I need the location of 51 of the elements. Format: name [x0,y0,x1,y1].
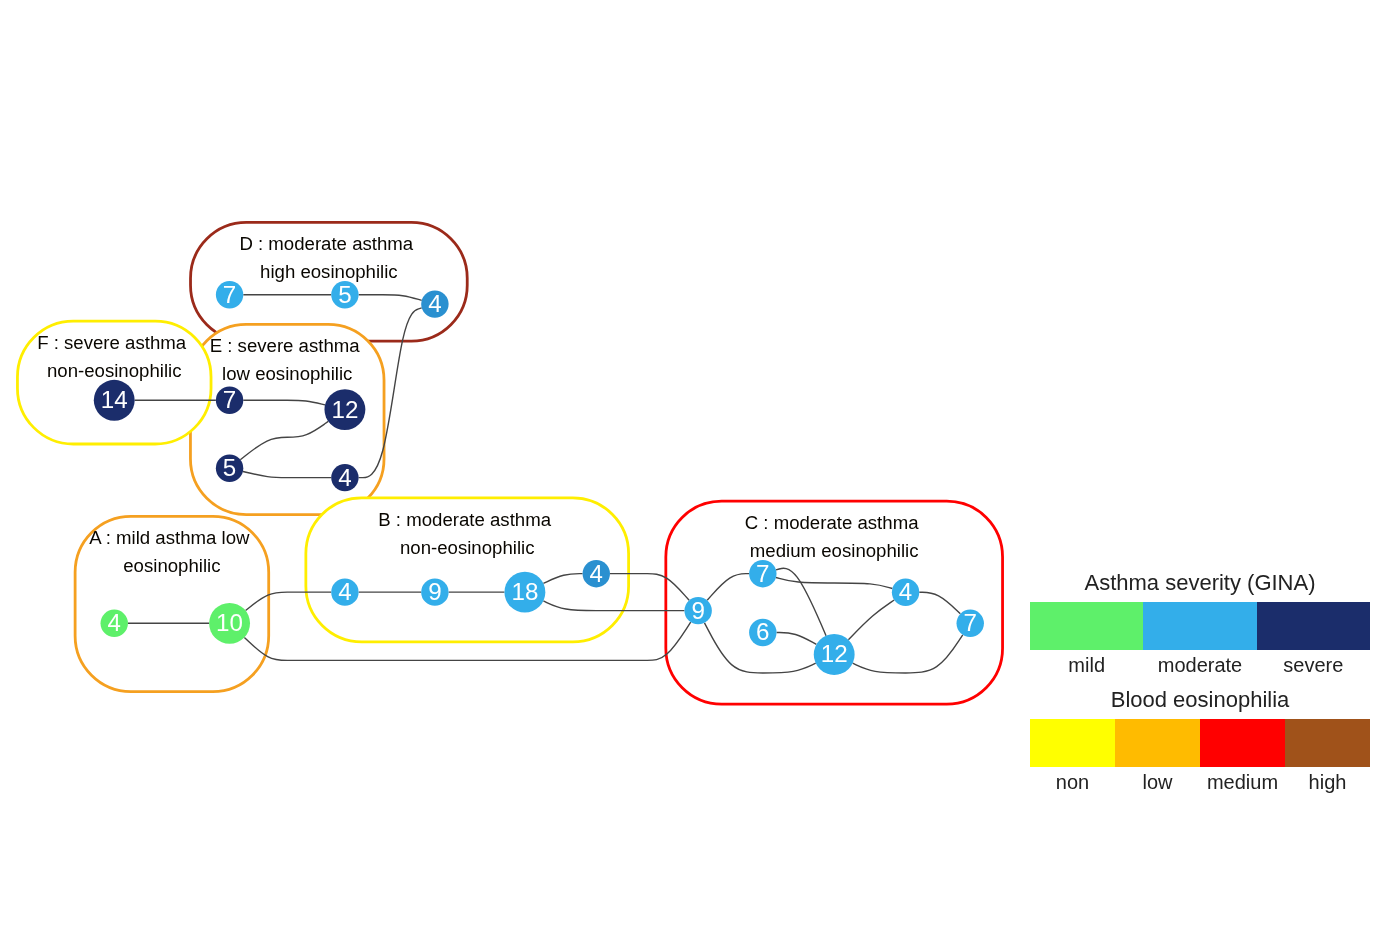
node-circle: 4 [100,609,128,637]
legend-label: low [1142,771,1173,794]
connector [847,598,895,641]
connector [357,293,423,301]
connector [239,420,329,461]
node-circle: 12 [324,388,366,430]
node-circle: 4 [582,559,610,588]
node-circle: 7 [956,609,984,637]
legend-label: non [1055,771,1090,794]
connector [242,470,332,478]
connector [706,572,750,601]
legend-heading: Asthma severity (GINA) [1083,570,1317,596]
connector [918,591,962,615]
connector [542,572,584,584]
connector [357,591,422,593]
node-circle: 9 [421,578,449,606]
connector [775,567,827,637]
node-circle: 6 [749,618,777,646]
legend-label: severe [1283,654,1344,677]
node-circle: 7 [749,559,777,588]
node-circle: 7 [215,280,244,309]
connector [127,622,210,624]
node-circle: 5 [215,454,244,482]
node-circle: 14 [93,379,135,421]
node-circle: 7 [215,386,244,414]
node-circle: 4 [421,290,449,318]
connector [609,572,690,601]
legend-label: moderate [1157,654,1243,677]
connector [851,633,964,674]
node-circle: 18 [504,571,546,613]
connector [775,576,894,589]
connector [242,293,332,296]
connector [775,631,818,645]
legend-label: high [1308,771,1347,794]
connector [242,399,326,406]
connector [703,621,817,674]
connector [244,591,332,611]
connector [542,599,686,612]
node-circle: 4 [331,578,359,606]
legend-label: medium [1206,771,1279,794]
node-circle: 12 [813,633,855,675]
node-circle: 4 [891,578,920,606]
legend-label: mild [1068,654,1105,677]
connector [357,306,423,478]
legend-heading: Blood eosinophilia [1109,687,1291,713]
node-circle: 10 [209,602,250,644]
connector [447,591,506,593]
connector [243,621,692,661]
node-circle: 9 [684,596,712,625]
connector [134,399,217,401]
node-circle: 4 [331,463,359,492]
